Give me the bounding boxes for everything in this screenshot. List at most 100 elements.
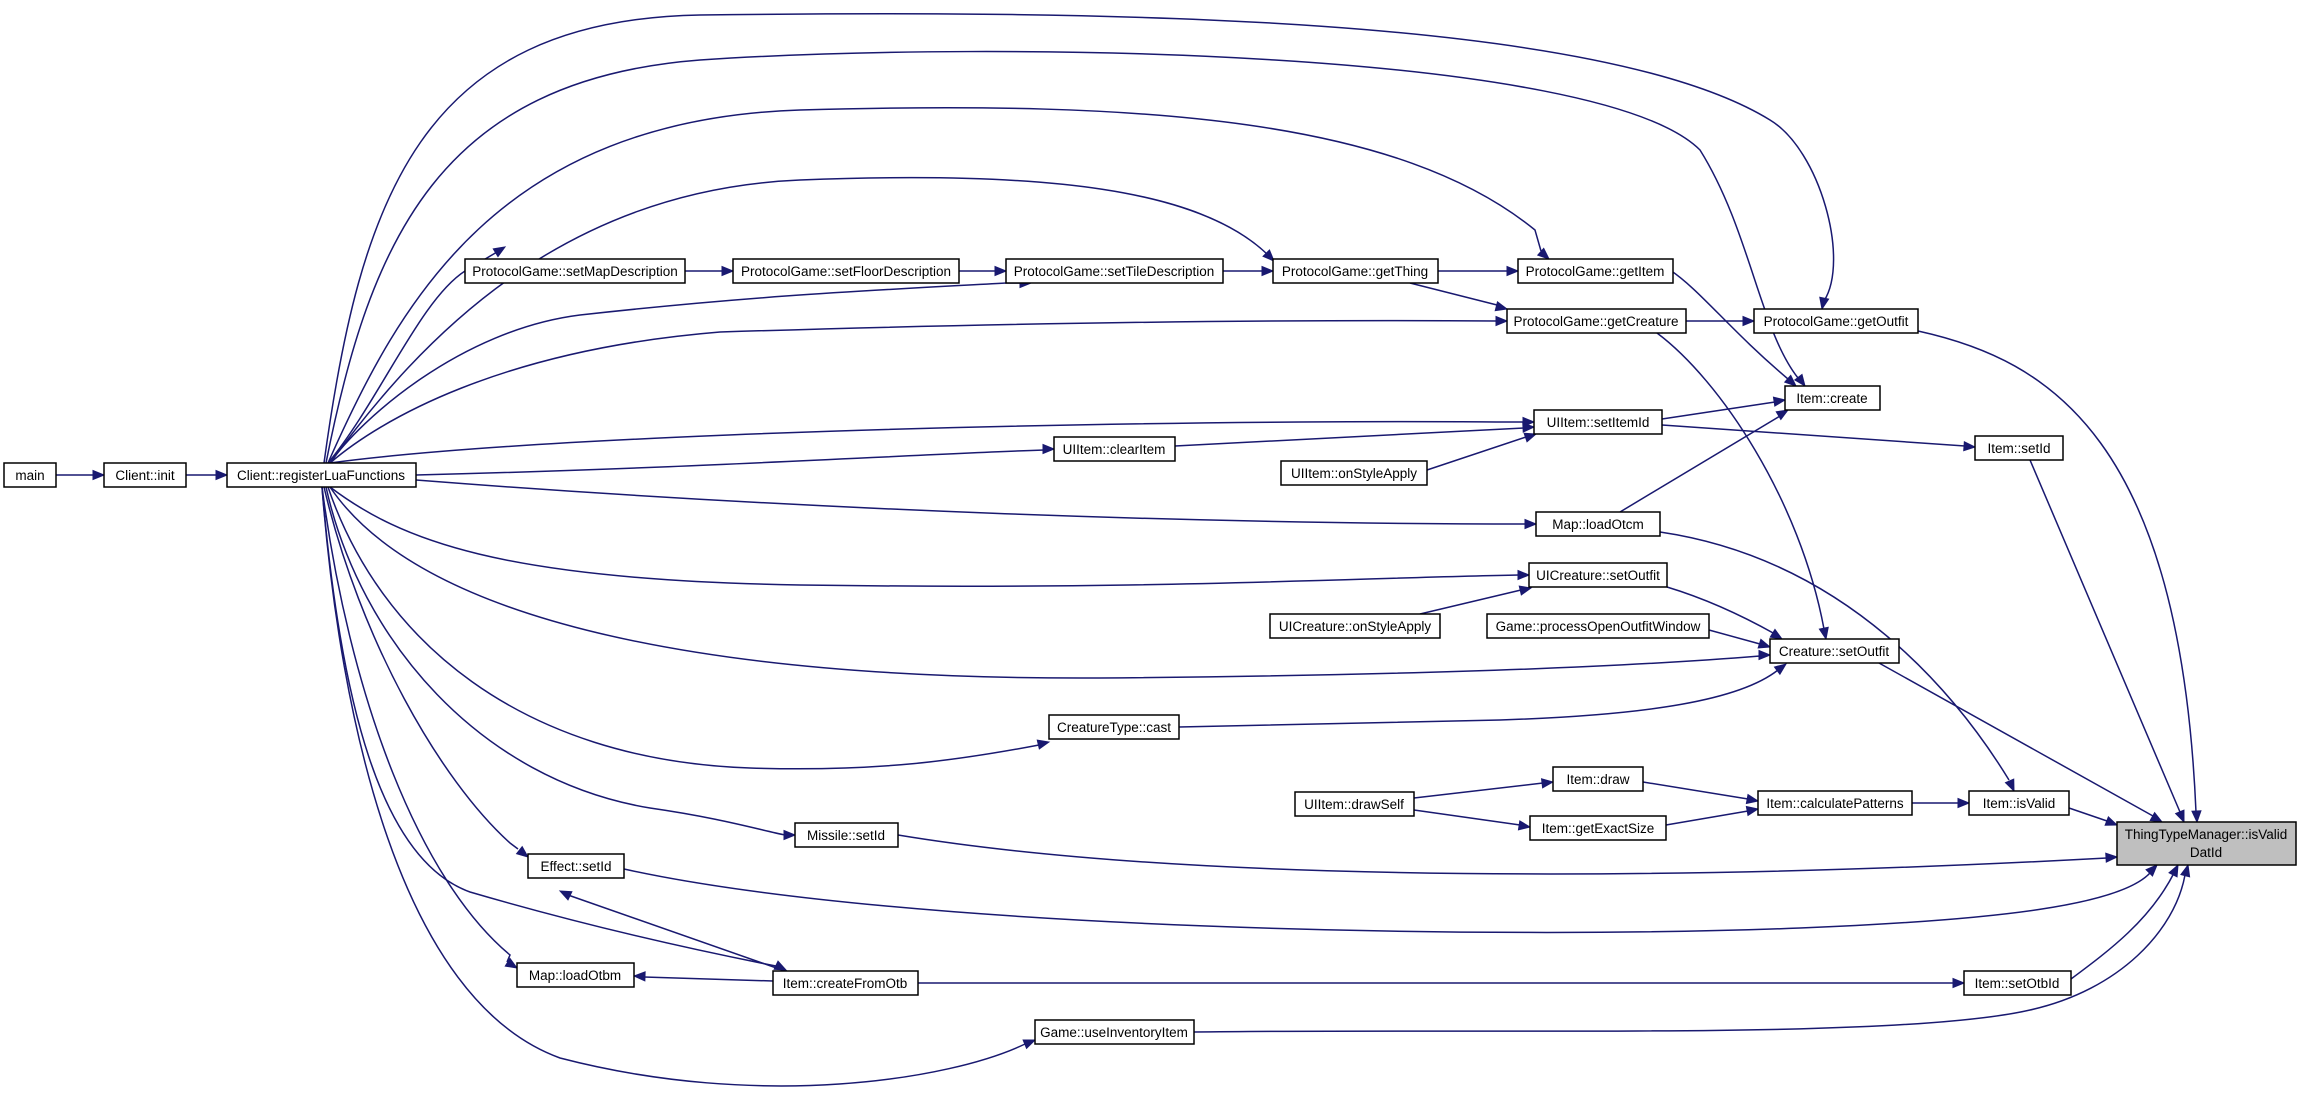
call-edge-line: [327, 486, 1040, 770]
call-edge-line: [327, 251, 498, 464]
call-edge: [329, 277, 1033, 464]
call-edge: [329, 486, 1772, 679]
node-item-get-exact-size-label: Item::getExactSize: [1542, 821, 1655, 836]
node-client-init-label: Client::init: [115, 468, 175, 483]
arrowhead: [1772, 396, 1787, 407]
node-item-set-id[interactable]: Item::setId: [1974, 435, 2064, 461]
node-creature-set-outfit[interactable]: Creature::setOutfit: [1769, 638, 1900, 664]
node-uiitem-draw-self[interactable]: UIItem::drawSelf: [1294, 791, 1415, 817]
call-edge: [897, 834, 2119, 875]
node-item-create-from-otb-label: Item::createFromOtb: [783, 976, 908, 991]
node-get-creature[interactable]: ProtocolGame::getCreature: [1506, 308, 1687, 334]
node-item-calculate-patterns[interactable]: Item::calculatePatterns: [1757, 790, 1913, 816]
node-uiitem-on-style-apply[interactable]: UIItem::onStyleApply: [1280, 460, 1428, 486]
call-edge-line: [321, 486, 511, 963]
node-map-load-otbm[interactable]: Map::loadOtbm: [516, 962, 635, 988]
call-edge-line: [323, 486, 519, 850]
call-edge: [323, 12, 1835, 464]
node-effect-set-id[interactable]: Effect::setId: [527, 853, 625, 879]
arrowhead: [2168, 863, 2179, 878]
call-edge: [327, 246, 507, 464]
call-edge: [415, 443, 1056, 476]
call-edge: [321, 486, 788, 971]
arrowhead: [1963, 440, 1977, 452]
call-edge: [2070, 863, 2179, 980]
node-uicreature-on-style-apply[interactable]: UICreature::onStyleApply: [1269, 613, 1441, 639]
call-edge: [325, 486, 797, 841]
call-edge-line: [415, 479, 1527, 525]
call-edge-line: [1878, 662, 2154, 817]
call-edge-line: [897, 834, 2108, 875]
call-edges: [56, 12, 2202, 1087]
node-set-floor-description[interactable]: ProtocolGame::setFloorDescription: [732, 258, 960, 284]
call-edge-line: [1193, 874, 2186, 1033]
arrowhead: [1518, 585, 1533, 596]
arrowhead: [1769, 628, 1784, 640]
node-item-create-from-otb[interactable]: Item::createFromOtb: [772, 970, 919, 996]
node-item-create[interactable]: Item::create: [1784, 385, 1881, 411]
arrowhead: [1022, 1039, 1037, 1050]
node-item-is-valid[interactable]: Item::isValid: [1968, 790, 2070, 816]
call-edge: [1426, 432, 1538, 471]
node-uiitem-set-item-id-label: UIItem::setItemId: [1547, 415, 1650, 430]
arrowhead: [1042, 443, 1056, 455]
call-edge-line: [1174, 427, 1525, 447]
call-edge-line: [2070, 872, 2175, 980]
call-edge: [56, 469, 106, 481]
node-item-create-label: Item::create: [1796, 391, 1867, 406]
call-edge-line: [321, 486, 1026, 1087]
node-get-outfit[interactable]: ProtocolGame::getOutfit: [1753, 308, 1919, 334]
call-edge: [1419, 585, 1533, 615]
node-item-set-otb-id[interactable]: Item::setOtbId: [1963, 970, 2072, 996]
arrowhead: [1262, 249, 1275, 262]
arrowhead: [1952, 977, 1966, 989]
node-register-lua-functions[interactable]: Client::registerLuaFunctions: [226, 462, 417, 488]
node-uiitem-clear-item[interactable]: UIItem::clearItem: [1053, 436, 1176, 462]
node-get-item[interactable]: ProtocolGame::getItem: [1517, 258, 1674, 284]
node-missile-set-id-label: Missile::setId: [807, 828, 885, 843]
arrowhead: [1495, 315, 1509, 327]
arrowhead: [1036, 739, 1051, 750]
arrowhead: [215, 469, 229, 481]
call-edge: [1413, 809, 1532, 831]
node-set-map-description[interactable]: ProtocolGame::setMapDescription: [464, 258, 686, 284]
node-client-init[interactable]: Client::init: [103, 462, 187, 488]
node-map-load-otcm[interactable]: Map::loadOtcm: [1535, 511, 1661, 537]
arrowhead: [1494, 301, 1509, 312]
call-edge-line: [2029, 459, 2181, 813]
call-edge-line: [1413, 809, 1521, 826]
node-item-get-exact-size[interactable]: Item::getExactSize: [1529, 815, 1667, 841]
call-edge: [1669, 269, 1797, 387]
node-missile-set-id[interactable]: Missile::setId: [794, 822, 899, 848]
call-edge-line: [323, 12, 1835, 464]
arrowhead: [1517, 569, 1531, 581]
call-edge: [1659, 531, 2015, 793]
call-edge-line: [1661, 424, 1966, 447]
node-main[interactable]: main: [3, 462, 57, 488]
node-uiitem-set-item-id[interactable]: UIItem::setItemId: [1533, 409, 1663, 435]
call-edge: [1661, 396, 1787, 420]
node-set-tile-description[interactable]: ProtocolGame::setTileDescription: [1005, 258, 1224, 284]
node-thing-type-manager-label-line1: ThingTypeManager::isValid: [2125, 827, 2288, 842]
arrowhead: [1783, 374, 1797, 387]
node-effect-set-id-label: Effect::setId: [540, 859, 611, 874]
node-item-draw[interactable]: Item::draw: [1552, 766, 1644, 792]
call-edge-line: [329, 486, 1520, 587]
call-edge-line: [329, 319, 1498, 464]
arrowhead: [1540, 778, 1555, 789]
arrowhead: [1506, 265, 1520, 277]
call-edge-line: [325, 486, 786, 836]
call-edge: [623, 864, 2158, 934]
call-edge: [1666, 586, 1784, 640]
node-game-use-inventory-item[interactable]: Game::useInventoryItem: [1034, 1019, 1195, 1045]
call-edge-line: [1409, 282, 1498, 306]
node-item-calculate-patterns-label: Item::calculatePatterns: [1766, 796, 1904, 811]
node-uicreature-set-outfit[interactable]: UICreature::setOutfit: [1528, 562, 1668, 588]
call-edge: [1686, 315, 1756, 327]
node-get-thing[interactable]: ProtocolGame::getThing: [1272, 258, 1439, 284]
node-creature-type-cast[interactable]: CreatureType::cast: [1048, 714, 1180, 740]
node-game-process-open-outfit-window[interactable]: Game::processOpenOutfitWindow: [1486, 613, 1710, 639]
arrowhead: [1757, 638, 1772, 649]
